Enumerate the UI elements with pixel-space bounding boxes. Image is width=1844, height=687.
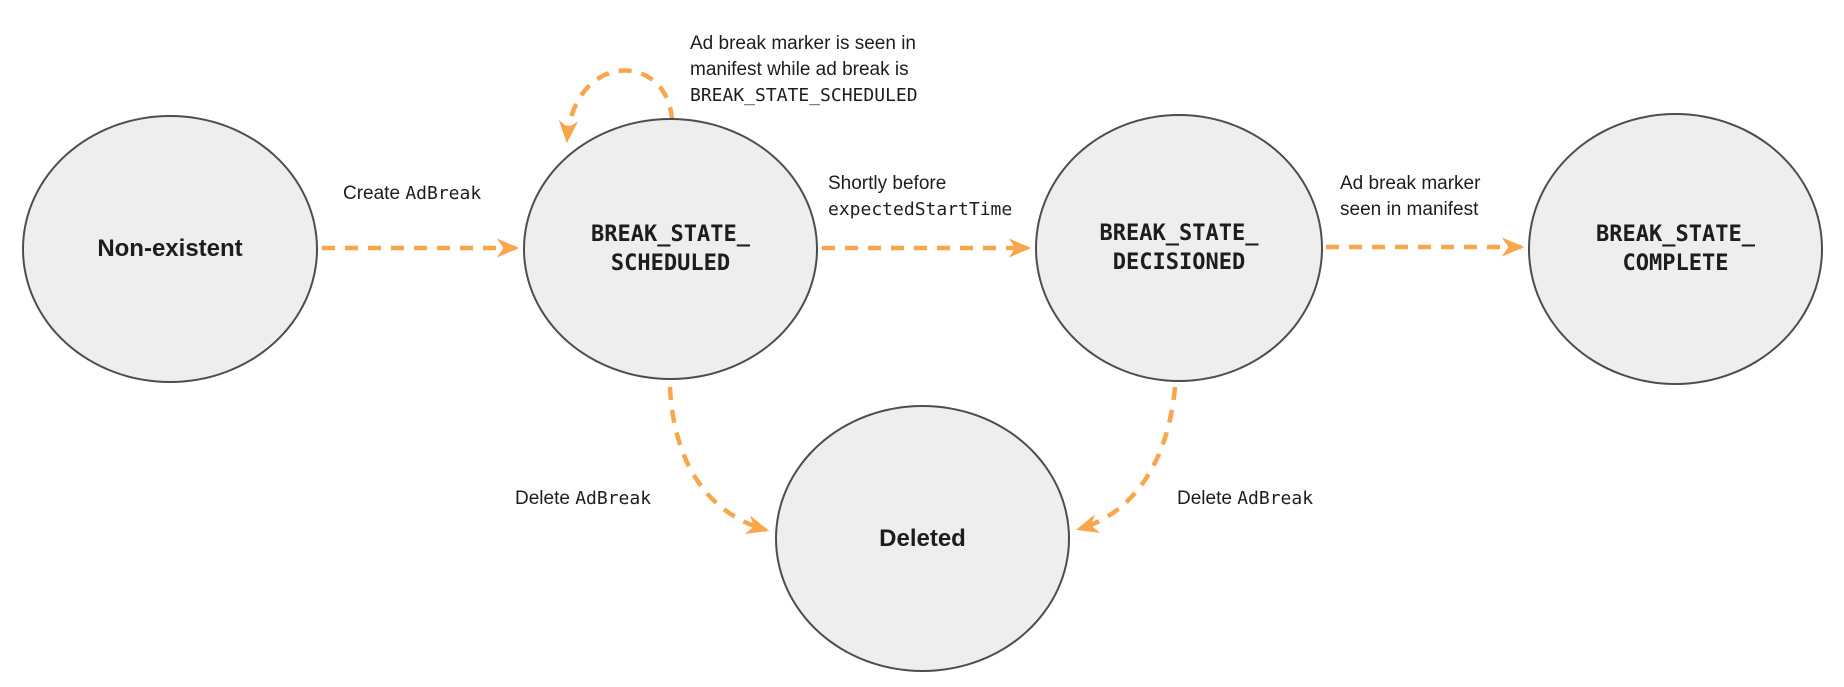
state-node-break-state-complete: BREAK_STATE_ COMPLETE bbox=[1528, 113, 1823, 385]
state-label: Deleted bbox=[879, 524, 966, 552]
state-node-non-existent: Non-existent bbox=[22, 115, 318, 383]
state-node-break-state-scheduled: BREAK_STATE_ SCHEDULED bbox=[523, 118, 818, 380]
edge-label-line: Ad break marker bbox=[1340, 173, 1481, 194]
edge-label-line: Shortly before bbox=[828, 173, 947, 194]
edge-label-code-line: expectedStartTime bbox=[828, 199, 1013, 220]
state-label: Non-existent bbox=[97, 235, 243, 262]
edge-delete-right-arrow bbox=[1075, 386, 1178, 533]
state-node-break-state-decisioned: BREAK_STATE_ DECISIONED bbox=[1035, 114, 1323, 382]
state-node-deleted: Deleted bbox=[775, 405, 1070, 672]
edge-label-self-loop: Ad break marker is seen in manifest whil… bbox=[690, 31, 918, 109]
edge-label-shortly-before: Shortly before expectedStartTime bbox=[828, 171, 1012, 223]
state-label-line2: COMPLETE bbox=[1622, 251, 1729, 276]
state-label-line1: BREAK_STATE_ bbox=[591, 222, 750, 247]
edge-label-plain: Create bbox=[343, 183, 406, 204]
edge-label-code: AdBreak bbox=[1237, 488, 1314, 509]
edge-label-delete-adbreak-right: Delete AdBreak bbox=[1177, 486, 1313, 512]
edge-label-line: Ad break marker is seen in bbox=[690, 33, 916, 54]
edge-label-line: manifest while ad break is bbox=[690, 59, 909, 80]
edge-label-plain: Delete bbox=[515, 488, 576, 509]
state-label-line2: DECISIONED bbox=[1112, 250, 1246, 275]
edge-label-code-line: BREAK_STATE_SCHEDULED bbox=[690, 85, 918, 106]
state-label-line1: BREAK_STATE_ bbox=[1596, 222, 1755, 247]
edge-delete-left-arrow bbox=[667, 386, 770, 535]
edge-label-plain: Delete bbox=[1177, 488, 1238, 509]
state-label-line1: BREAK_STATE_ bbox=[1099, 221, 1259, 246]
edge-label-line: seen in manifest bbox=[1340, 199, 1479, 220]
edge-label-code: AdBreak bbox=[405, 183, 482, 204]
state-label-line2: SCHEDULED bbox=[610, 251, 731, 276]
edge-label-code: AdBreak bbox=[575, 488, 652, 509]
edge-label-create-adbreak: Create AdBreak bbox=[343, 181, 481, 207]
edge-label-delete-adbreak-left: Delete AdBreak bbox=[515, 486, 651, 512]
edge-label-marker-seen: Ad break marker seen in manifest bbox=[1340, 171, 1480, 223]
